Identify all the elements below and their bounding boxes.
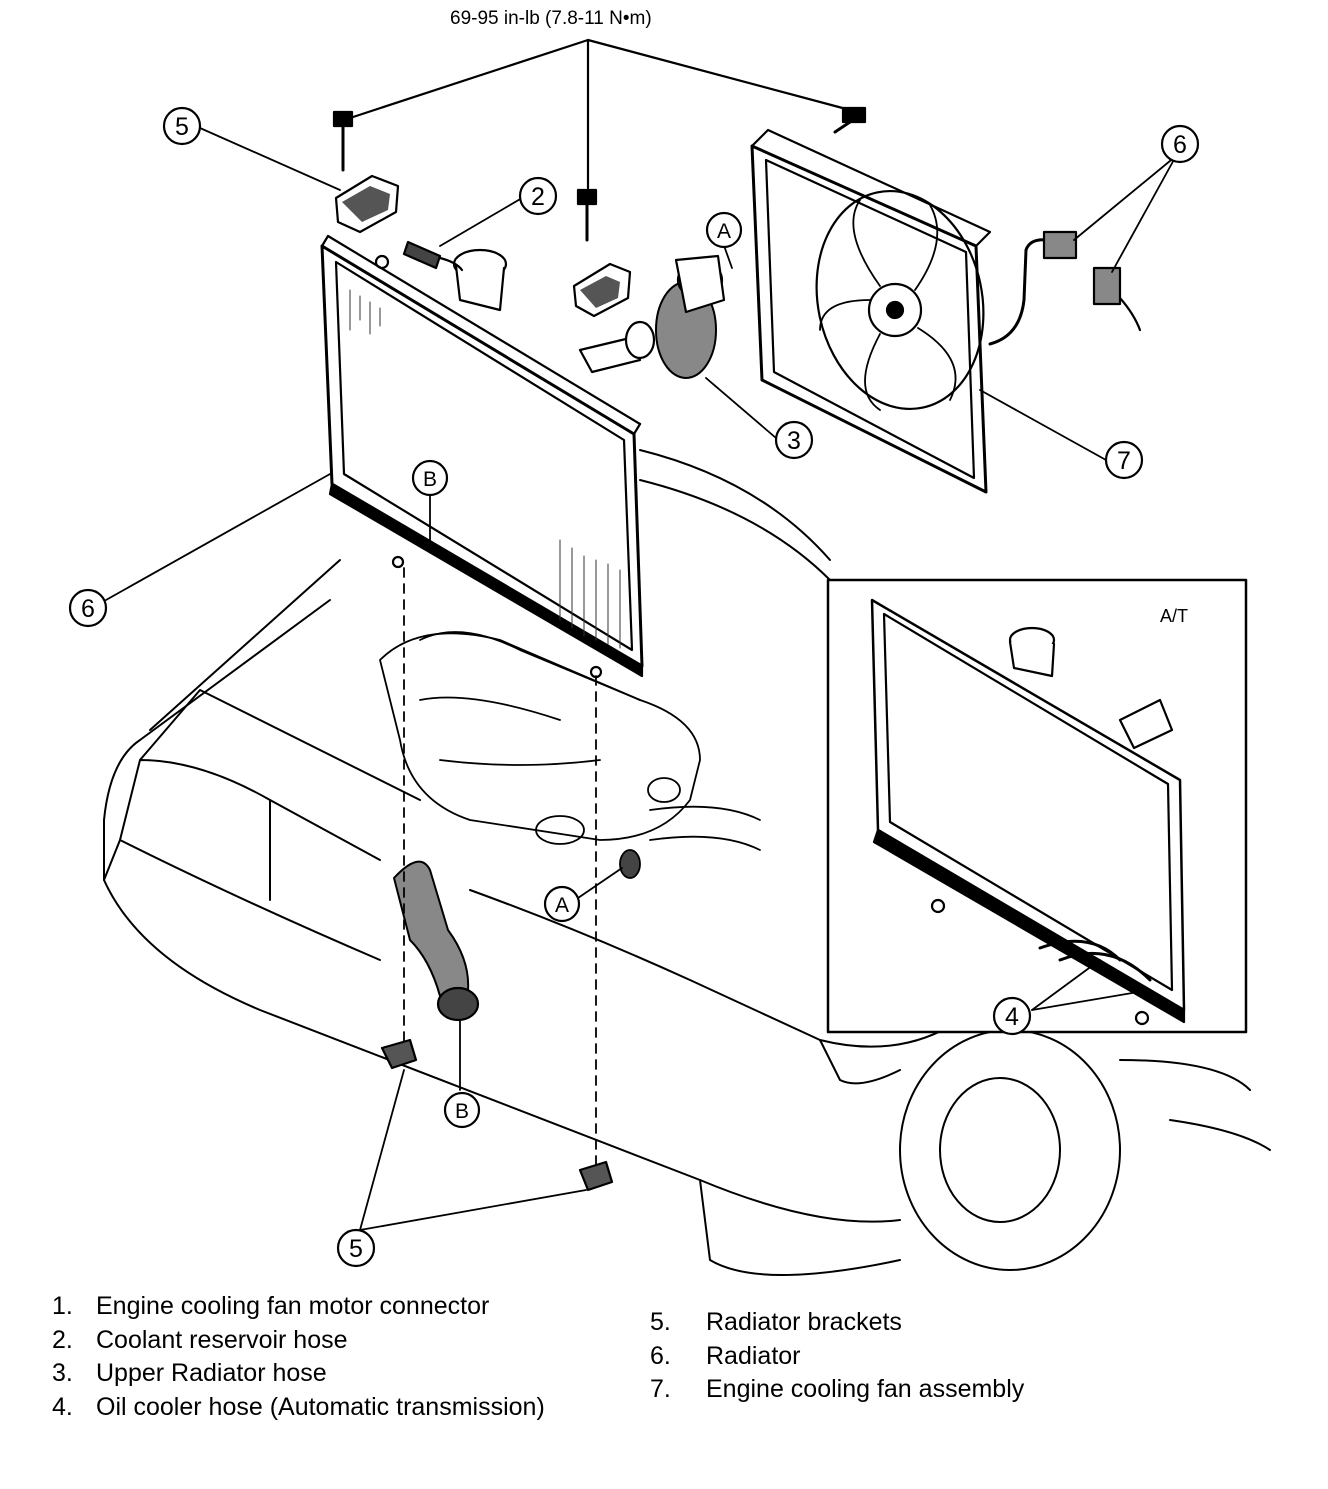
svg-text:6: 6 — [81, 595, 95, 623]
legend-item: 1. Engine cooling fan motor connector — [52, 1290, 545, 1324]
callout-a-bottom: A — [543, 885, 581, 923]
legend-item: 3. Upper Radiator hose — [52, 1357, 545, 1391]
callout-5-top: 5 — [162, 106, 202, 146]
callout-4: 4 — [992, 996, 1032, 1036]
legend-item: 2. Coolant reservoir hose — [52, 1324, 545, 1358]
svg-text:4: 4 — [1005, 1003, 1019, 1031]
legend-right: 5. Radiator brackets 6. Radiator 7. Engi… — [650, 1306, 1024, 1407]
callout-b-bottom: B — [443, 1091, 481, 1129]
svg-text:5: 5 — [175, 113, 189, 141]
engine — [379, 631, 761, 879]
lower-radiator-hose — [393, 860, 480, 1022]
legend-text: Upper Radiator hose — [96, 1359, 327, 1387]
inset-automatic-transmission — [826, 578, 1248, 1034]
callout-7: 7 — [1104, 440, 1144, 480]
callout-2: 2 — [518, 176, 558, 216]
bolt-center — [576, 188, 598, 242]
legend-text: Engine cooling fan assembly — [706, 1375, 1025, 1403]
svg-text:B: B — [423, 468, 437, 491]
lower-bracket-left — [380, 1038, 418, 1070]
alignment-lines — [403, 567, 597, 1165]
svg-text:B: B — [455, 1100, 469, 1123]
svg-text:3: 3 — [787, 427, 801, 455]
upper-radiator-hose — [624, 254, 726, 379]
upper-bracket-center — [572, 262, 632, 318]
legend-text: Engine cooling fan motor connector — [96, 1292, 490, 1320]
svg-text:2: 2 — [531, 183, 545, 211]
legend-number: 7. — [650, 1375, 671, 1403]
svg-text:A: A — [717, 220, 731, 243]
legend-number: 4. — [52, 1392, 73, 1421]
svg-text:7: 7 — [1117, 447, 1131, 475]
legend-left: 1. Engine cooling fan motor connector 2.… — [52, 1290, 545, 1424]
coolant-reservoir-hose — [402, 240, 464, 272]
svg-text:6: 6 — [1173, 131, 1187, 159]
legend-item: 5. Radiator brackets — [650, 1306, 1024, 1340]
legend-number: 3. — [52, 1359, 73, 1387]
radiator-main — [320, 234, 644, 679]
legend-text: Radiator — [706, 1341, 801, 1370]
legend-number: 5. — [650, 1308, 671, 1336]
legend-text: Coolant reservoir hose — [96, 1325, 348, 1354]
callout-b-top: B — [411, 459, 449, 497]
legend-text: Radiator brackets — [706, 1308, 902, 1336]
bolt-left — [332, 110, 354, 172]
torque-spec-label: 69-95 in-lb (7.8-11 N•m) — [450, 8, 652, 29]
bolt-right — [833, 106, 867, 134]
legend-number: 6. — [650, 1341, 671, 1370]
svg-text:5: 5 — [349, 1235, 363, 1263]
callout-leaders — [105, 127, 1177, 1231]
upper-bracket-left — [334, 174, 400, 234]
legend-item: 7. Engine cooling fan assembly — [650, 1373, 1024, 1407]
callout-6-left: 6 — [68, 588, 108, 628]
legend-text: Oil cooler hose (Automatic transmission) — [96, 1392, 545, 1421]
svg-text:A: A — [555, 894, 569, 917]
torque-leader-lines — [348, 38, 852, 190]
lower-bracket-right — [578, 1160, 614, 1192]
callout-a-top: A — [705, 211, 743, 249]
legend-number: 2. — [52, 1325, 73, 1354]
callout-6-top: 6 — [1160, 124, 1200, 164]
callout-5-bottom: 5 — [336, 1228, 376, 1268]
legend-number: 1. — [52, 1292, 73, 1320]
cooling-fan-assembly — [750, 128, 1142, 494]
legend-item: 6. Radiator — [650, 1340, 1024, 1374]
callout-3: 3 — [774, 420, 814, 460]
inset-label: A/T — [1160, 606, 1189, 626]
legend-item: 4. Oil cooler hose (Automatic transmissi… — [52, 1391, 545, 1425]
